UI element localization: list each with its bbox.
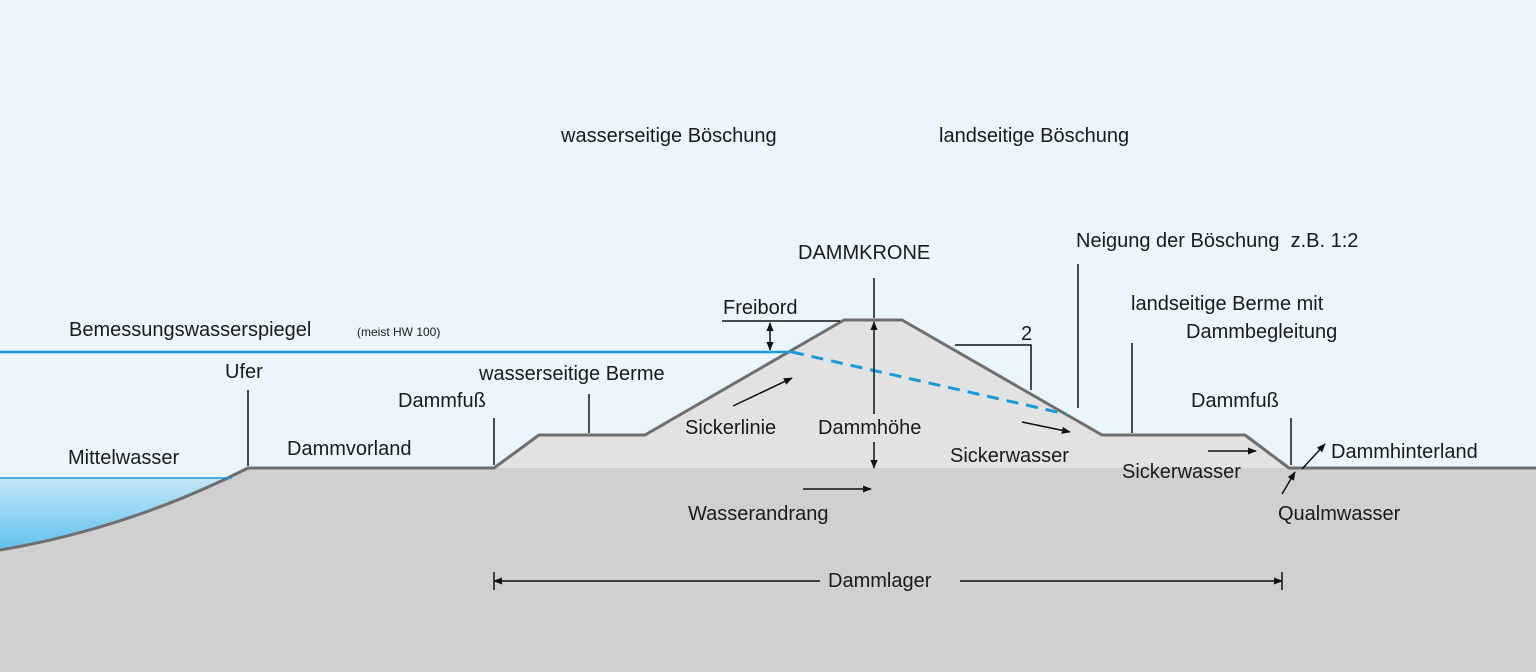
seepage-line-arrow — [732, 377, 793, 407]
dam-height-label: Dammhöhe — [818, 417, 921, 439]
quell-water-label: Qualmwasser — [1278, 503, 1401, 525]
foreland-label: Dammvorland — [287, 438, 411, 460]
seepage-line — [791, 350, 1067, 416]
seepage-water-arrow-slope — [1021, 421, 1071, 434]
hinterland-label: Dammhinterland — [1331, 441, 1478, 463]
water-slope-label: wasserseitige Böschung — [560, 125, 777, 147]
dam-base-label: Dammlager — [828, 570, 932, 592]
slope-gradient-triangle — [955, 344, 1032, 390]
hinterland-arrow — [1301, 443, 1326, 470]
water-inflow-label: Wasserandrang — [688, 503, 828, 525]
quell-water-arrow — [1281, 471, 1296, 495]
gradient-value-label: 2 — [1021, 323, 1032, 345]
seepage-line-label: Sickerlinie — [685, 417, 776, 439]
water-berm-label: wasserseitige Berme — [478, 363, 665, 385]
crest-label: DAMMKRONE — [798, 242, 930, 264]
mean-water-label: Mittelwasser — [68, 447, 179, 469]
land-berm-label-line1: landseitige Berme mit — [1131, 293, 1324, 315]
dam-outline — [0, 318, 1536, 552]
ground — [0, 468, 1536, 672]
land-berm-label-line2: Dammbegleitung — [1186, 321, 1337, 343]
dam-body — [494, 320, 1289, 468]
seepage-water-berm-label: Sickerwasser — [1122, 461, 1241, 483]
bank-label: Ufer — [225, 361, 263, 383]
land-slope-label: landseitige Böschung — [939, 125, 1129, 147]
design-water-level-label: Bemessungswasserspiegel — [69, 319, 311, 341]
river-water — [0, 478, 232, 550]
dam-toe-water-label: Dammfuß — [398, 390, 486, 412]
freeboard-label: Freibord — [723, 297, 797, 319]
seepage-water-slope-label: Sickerwasser — [950, 445, 1069, 467]
slope-gradient-label: Neigung der Böschung z.B. 1:2 — [1076, 230, 1358, 252]
design-water-level-note: (meist HW 100) — [357, 325, 440, 339]
dam-toe-land-label: Dammfuß — [1191, 390, 1279, 412]
